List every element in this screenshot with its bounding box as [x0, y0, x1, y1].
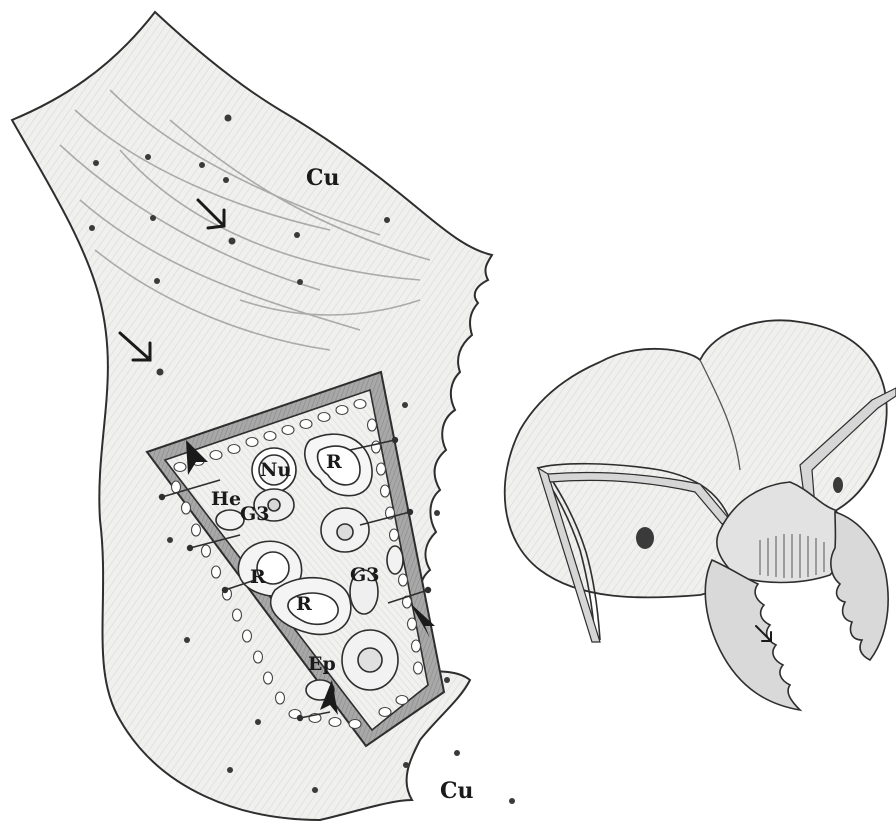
label-gland-g3-right: G3	[350, 564, 379, 586]
ant-head	[505, 320, 896, 710]
label-r-left: R	[250, 566, 266, 588]
label-r-lower: R	[296, 593, 312, 615]
label-nucleus: Nu	[260, 459, 291, 481]
label-epidermis: Ep	[308, 653, 336, 675]
label-r-upper: R	[326, 451, 342, 473]
label-gland-g3-left: G3	[240, 503, 269, 525]
eye	[636, 527, 654, 549]
label-hemolymph: He	[211, 488, 241, 510]
mandible-right	[831, 512, 888, 660]
label-cuticle-top: Cu	[306, 165, 340, 191]
mandible-section: Cu Cu Nu He G3 G3 R R R Ep	[12, 12, 515, 820]
label-cuticle-bottom: Cu	[440, 778, 474, 804]
